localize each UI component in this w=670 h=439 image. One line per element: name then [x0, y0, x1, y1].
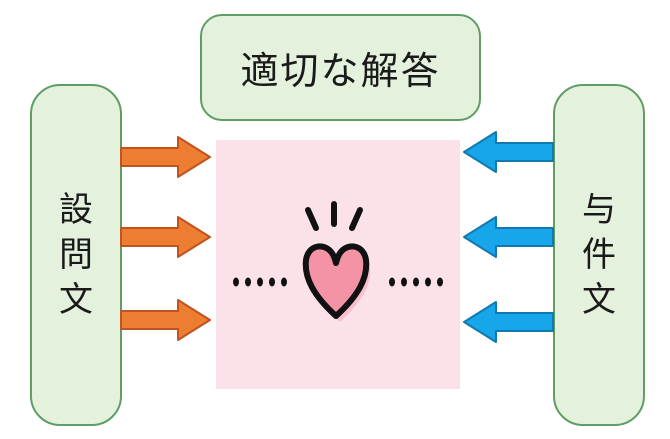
left-arrow-top-icon	[120, 135, 212, 179]
right-arrow-top-icon	[462, 130, 554, 174]
given-text-char: 与	[582, 189, 616, 230]
given-text-char: 文	[582, 279, 616, 320]
answer-box: 適切な解答	[200, 14, 481, 121]
heart-icon	[233, 200, 443, 322]
given-text-box: 与 件 文	[553, 84, 645, 426]
question-text-char: 文	[59, 279, 93, 320]
left-arrow-middle-icon	[120, 215, 212, 259]
question-text-box: 設 問 文	[30, 84, 122, 426]
right-arrow-middle-icon	[462, 215, 554, 259]
given-text-char: 件	[582, 234, 616, 275]
right-arrow-bottom-icon	[462, 300, 554, 344]
matching-panel	[216, 140, 460, 389]
answer-box-label: 適切な解答	[240, 49, 441, 93]
question-text-char: 問	[59, 234, 93, 275]
question-text-char: 設	[59, 189, 93, 230]
left-arrow-bottom-icon	[120, 298, 212, 342]
